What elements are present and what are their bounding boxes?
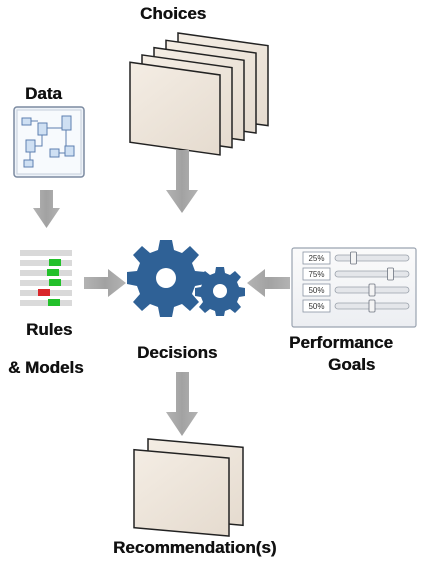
data-label: Data — [25, 84, 62, 103]
goals-label: Goals — [328, 355, 376, 374]
arrows — [33, 150, 290, 436]
arrow-down-from-data-icon — [33, 190, 60, 228]
arrow-right-from-rules-icon — [84, 269, 126, 297]
goal-value-box — [302, 267, 331, 281]
goal-value-label: 50% — [308, 286, 324, 295]
goal-slider-track[interactable] — [334, 270, 410, 278]
recommendation-card-stack-icon — [133, 438, 244, 537]
arrow-left-from-goals-icon — [247, 269, 290, 297]
performance-label: Performance — [289, 333, 393, 352]
choices-label: Choices — [140, 4, 207, 23]
goal-slider-thumb[interactable] — [368, 283, 376, 297]
goal-slider-thumb[interactable] — [368, 299, 376, 313]
data-schema-icon — [13, 106, 85, 178]
goal-value-box — [302, 251, 331, 265]
rules-label: Rules — [26, 320, 73, 339]
goal-value-label: 25% — [308, 254, 324, 263]
goal-slider-thumb[interactable] — [387, 267, 394, 281]
goal-value-label: 50% — [308, 302, 324, 311]
models-label: & Models — [8, 358, 84, 377]
goal-slider-track[interactable] — [334, 254, 410, 262]
decisions-label: Decisions — [137, 343, 218, 362]
goal-slider-thumb[interactable] — [350, 251, 357, 265]
arrow-down-to-recommendation-icon — [166, 372, 198, 436]
goal-value-box — [302, 299, 331, 313]
choices-card-stack-icon — [129, 32, 269, 156]
performance-goals-panel: 25% 75% 50% 50% — [291, 247, 417, 328]
goal-value-label: 75% — [308, 270, 324, 279]
recommendation-label: Recommendation(s) — [113, 538, 277, 557]
arrow-down-from-choices-icon — [166, 150, 198, 213]
goal-value-box — [302, 283, 331, 297]
decision-gears-icon — [127, 240, 245, 317]
rules-list-icon — [20, 250, 72, 306]
